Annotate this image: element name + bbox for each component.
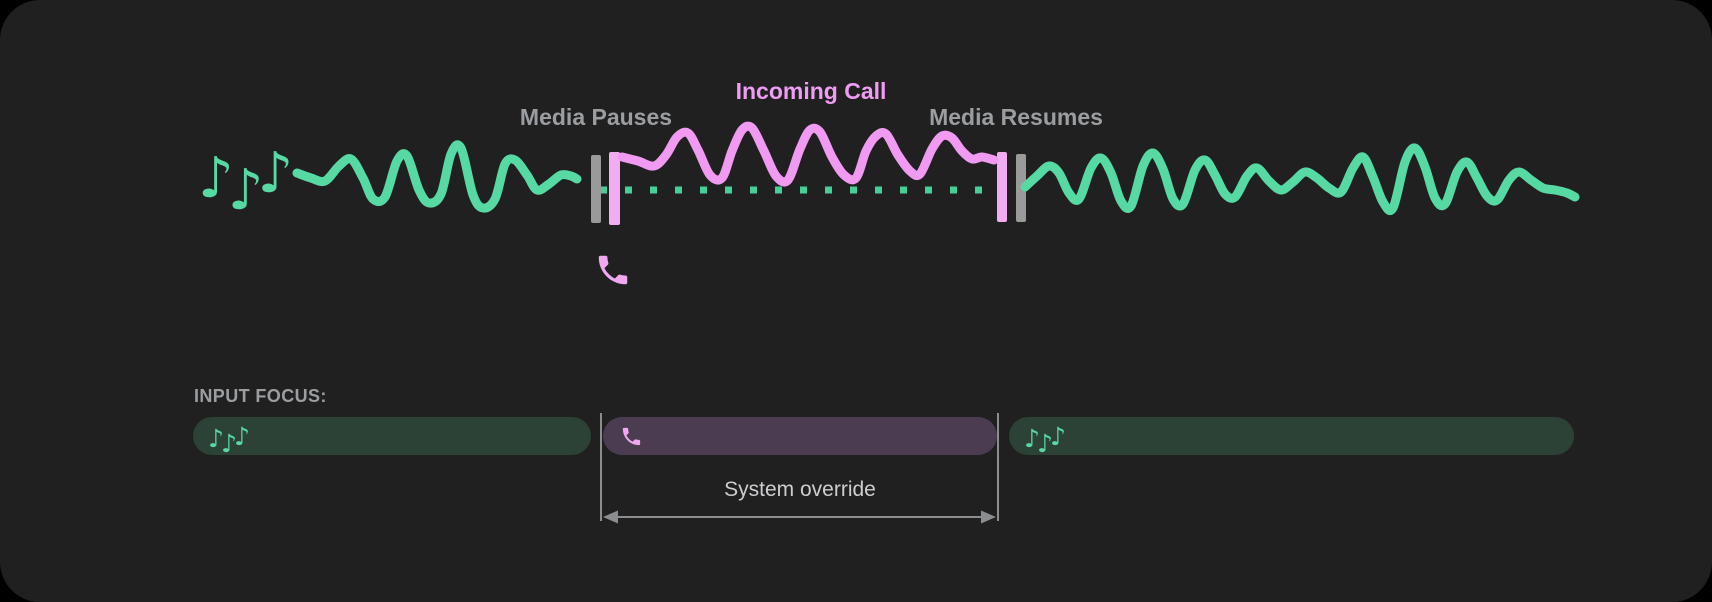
system-override-label: System override bbox=[724, 478, 876, 501]
media-pauses-label: Media Pauses bbox=[519, 104, 673, 130]
media-resumes-label: Media Resumes bbox=[929, 104, 1103, 130]
focus-segment-call bbox=[603, 417, 997, 455]
override-guide-right bbox=[997, 413, 999, 521]
focus-segment-media-before: ♪♪♪ bbox=[193, 417, 591, 458]
media-pause-marker-pink bbox=[609, 152, 620, 225]
incoming-call-wave bbox=[617, 121, 999, 187]
media-wave-before bbox=[292, 140, 582, 213]
input-focus-heading: INPUT FOCUS: bbox=[194, 386, 327, 406]
incoming-call-label: Incoming Call bbox=[735, 78, 887, 104]
music-notes-icon: ♪ ♪ ♪ bbox=[198, 141, 294, 223]
phone-icon bbox=[598, 255, 628, 285]
focus-segment-media-after: ♪♪♪ bbox=[1009, 417, 1574, 458]
music-notes-icon: ♪♪♪ bbox=[1024, 421, 1066, 458]
music-notes-icon: ♪♪♪ bbox=[208, 421, 250, 458]
media-resume-marker-pink bbox=[997, 152, 1007, 222]
media-pause-marker-gray bbox=[591, 155, 601, 223]
phone-icon bbox=[622, 427, 641, 445]
override-range-arrow bbox=[603, 510, 996, 524]
media-wave-after bbox=[1020, 143, 1580, 216]
override-guide-left bbox=[600, 413, 602, 521]
